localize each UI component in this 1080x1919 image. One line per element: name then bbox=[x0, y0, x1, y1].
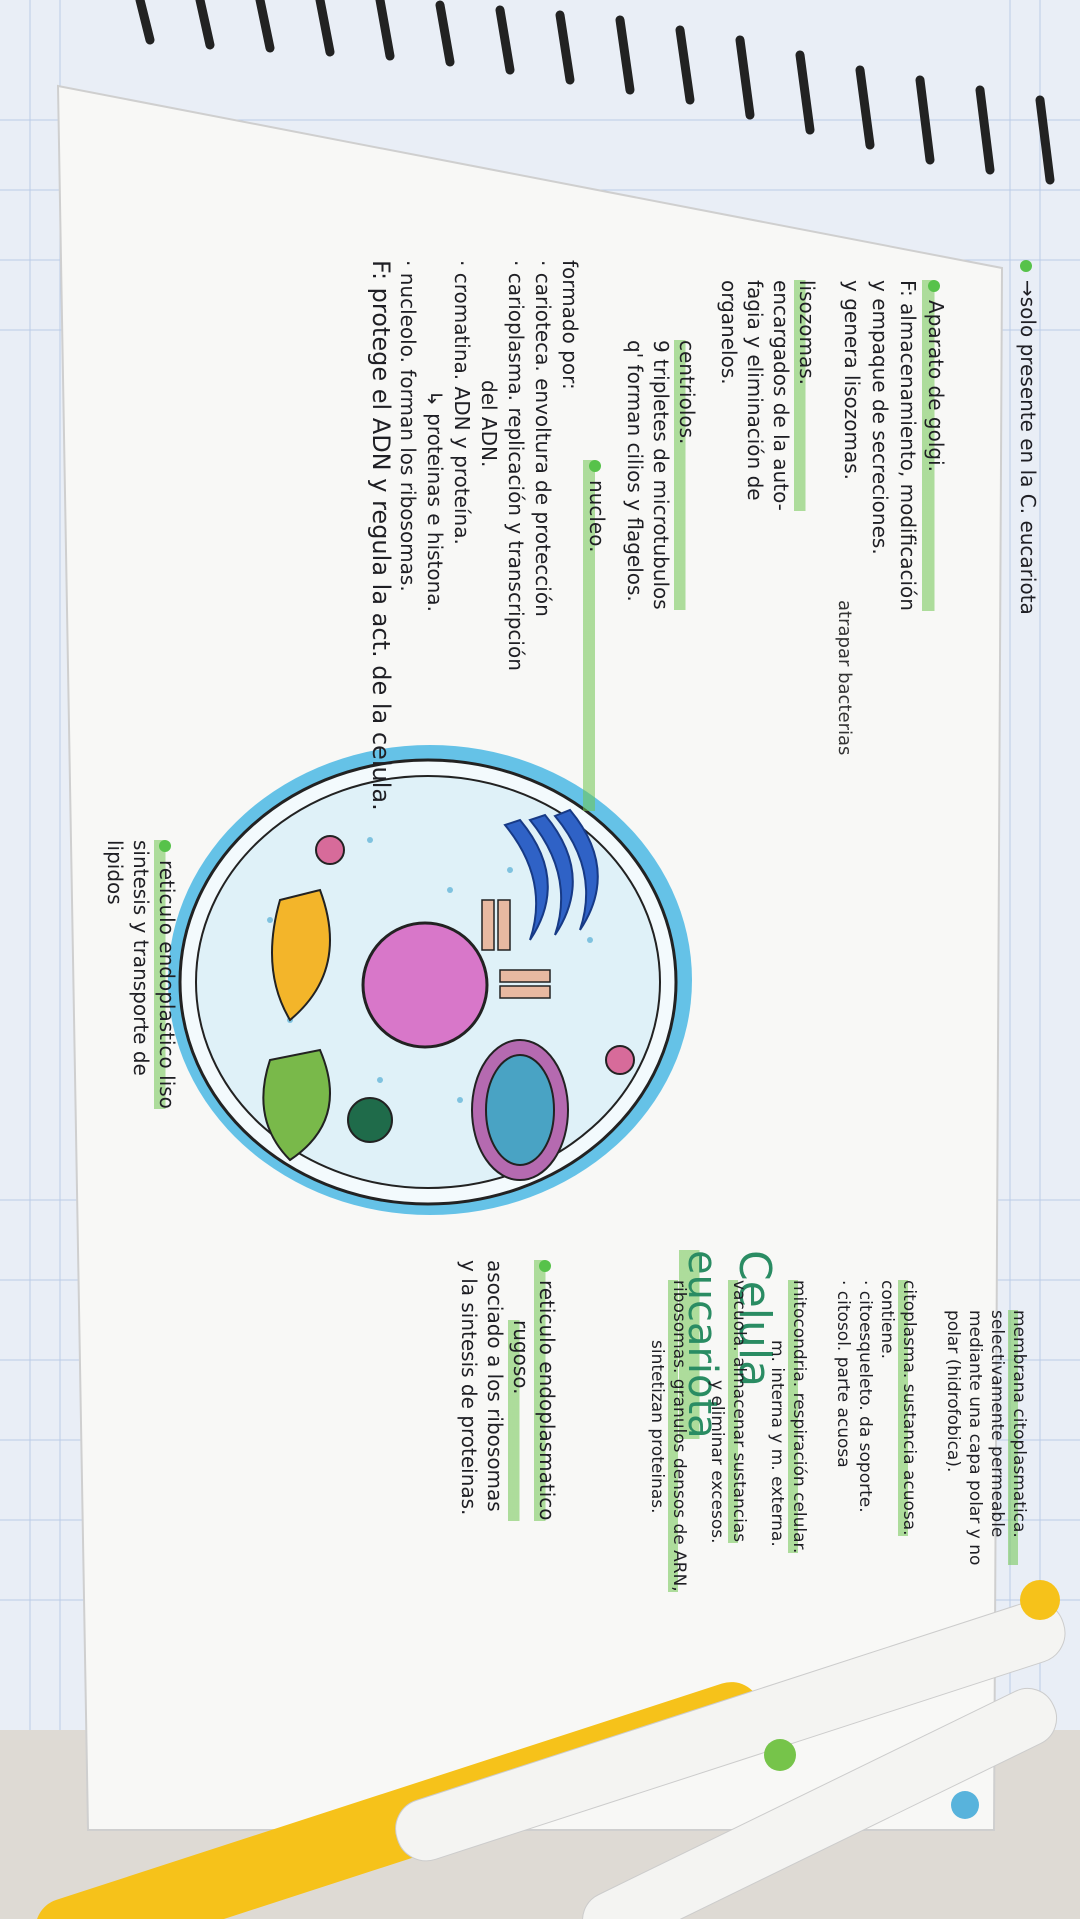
rough-er bbox=[271, 888, 331, 1022]
bullet-dot-icon bbox=[928, 280, 941, 292]
golgi bbox=[503, 808, 599, 941]
note-card: Celula eucariota →solo presente en la C.… bbox=[0, 220, 1080, 1720]
reticulo-rugoso-label-block: reticulo endoplasmatico rugoso. asociado… bbox=[457, 1260, 560, 1521]
citoplasma-label-block: citoplasma. sustancia acuosa. contiene. … bbox=[833, 1280, 920, 1536]
bullet-dot-icon bbox=[539, 1260, 552, 1272]
bullet-dot-icon bbox=[159, 840, 172, 852]
reticulo-liso-label-block: reticulo endoplastico liso sintesis y tr… bbox=[103, 840, 180, 1109]
bullet-dot-icon bbox=[1020, 260, 1033, 272]
spiral-binding bbox=[135, 0, 1055, 185]
membrana-label-block: membrana citoplasmatica. selectivamente … bbox=[943, 1310, 1030, 1566]
nucleus bbox=[361, 921, 489, 1049]
bullet-dot-icon bbox=[589, 460, 602, 472]
golgi-label-block: Aparato de golgi. F: almacenamiento, mod… bbox=[840, 280, 950, 611]
centriolos-label-block: centriolos. 9 tripletes de microtubulos … bbox=[623, 340, 700, 610]
centrioles bbox=[481, 899, 551, 999]
mitochondrion bbox=[471, 1039, 569, 1181]
lisozomas-label-block: lisozomas. encargados de la auto- fagia … bbox=[717, 280, 820, 511]
vacuola-label-block: vacuola. almacenar sustancias y eliminar… bbox=[707, 1280, 750, 1544]
markers bbox=[35, 1580, 1066, 1919]
mitocondria-label-block: mitocondria. respiración celular. m. int… bbox=[767, 1280, 810, 1554]
eukaryotic-cell-drawing bbox=[168, 745, 692, 1215]
smooth-er bbox=[262, 1048, 331, 1162]
nucleo-label-block: nucleo. formado por: · carioteca. envolt… bbox=[367, 260, 610, 811]
side-note: →solo presente en la C. eucariota bbox=[1016, 260, 1040, 615]
ribosomas-label-block: ribosomas. granulos densos de ARN, sinte… bbox=[647, 1280, 690, 1592]
